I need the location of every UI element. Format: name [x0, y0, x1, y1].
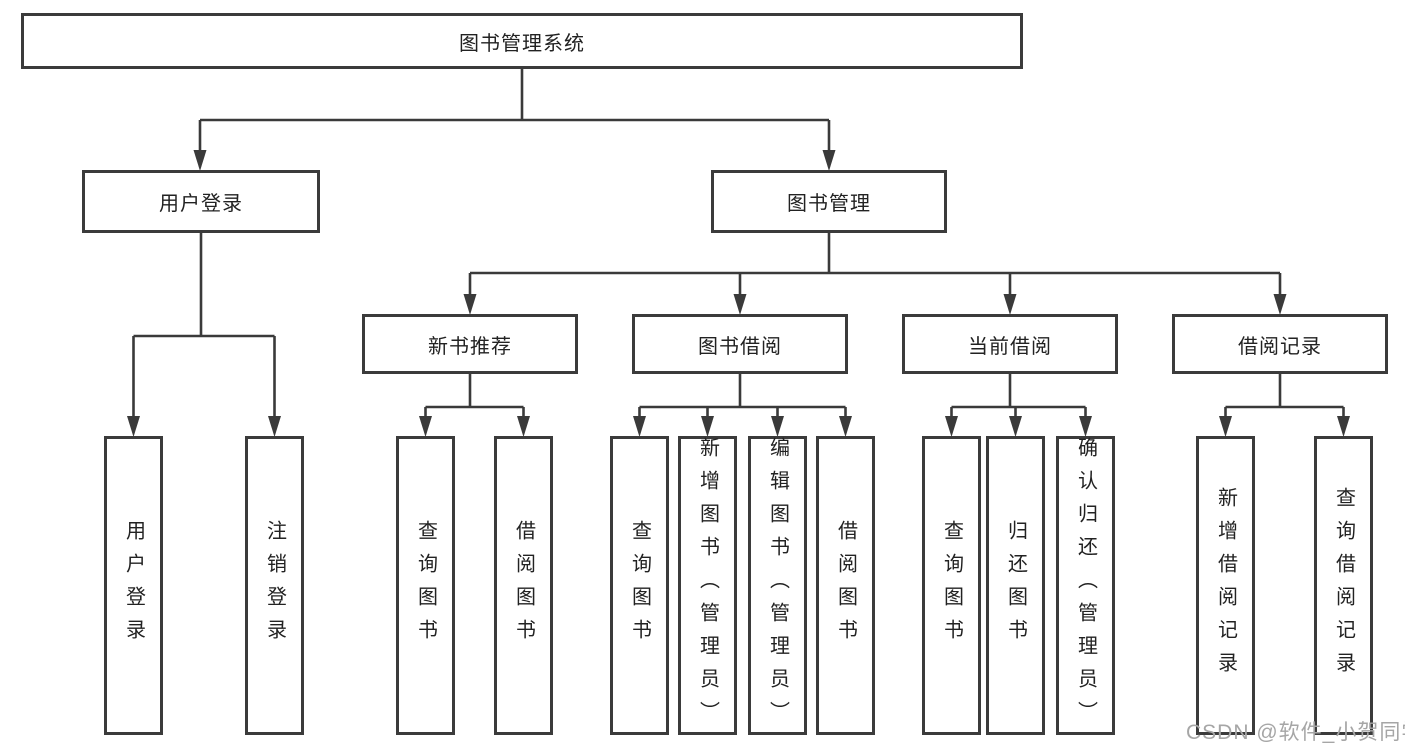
node-label: 归还图书	[1004, 519, 1027, 652]
node-label: 确认归还（管理员）	[1074, 437, 1097, 734]
node-book-borrow: 图书借阅	[632, 314, 848, 374]
node-label: 图书管理系统	[459, 32, 585, 55]
csdn-watermark: CSDN @软件_小贺同学	[1186, 721, 1405, 744]
node-label: 查询图书	[628, 519, 651, 652]
node-new-book-recommend: 新书推荐	[362, 314, 578, 374]
node-label: 新增借阅记录	[1214, 486, 1237, 685]
node-label: 借阅记录	[1238, 335, 1322, 358]
leaf-borrow-books: 借阅图书	[816, 436, 875, 735]
node-label: 用户登录	[159, 193, 243, 215]
leaf-query-borrow-record: 查询借阅记录	[1314, 436, 1373, 735]
node-label: 查询图书	[940, 519, 963, 652]
leaf-query-books-current: 查询图书	[922, 436, 981, 735]
node-label: 编辑图书（管理员）	[766, 437, 789, 734]
node-label: 新书推荐	[428, 335, 512, 358]
node-label: 查询图书	[414, 519, 437, 652]
node-user-login: 用户登录	[82, 170, 320, 233]
leaf-query-books-recommend: 查询图书	[396, 436, 455, 735]
leaf-add-borrow-record: 新增借阅记录	[1196, 436, 1255, 735]
node-book-management: 图书管理	[711, 170, 947, 233]
node-label: 借阅图书	[512, 519, 535, 652]
node-label: 图书管理	[787, 193, 871, 215]
leaf-edit-books-admin: 编辑图书（管理员）	[748, 436, 807, 735]
node-label: 注销登录	[263, 519, 286, 652]
leaf-add-books-admin: 新增图书（管理员）	[678, 436, 737, 735]
node-label: 新增图书（管理员）	[696, 437, 719, 734]
node-borrow-record: 借阅记录	[1172, 314, 1388, 374]
leaf-query-books-borrow: 查询图书	[610, 436, 669, 735]
node-label: 当前借阅	[968, 335, 1052, 358]
node-label: 查询借阅记录	[1332, 486, 1355, 685]
node-current-borrow: 当前借阅	[902, 314, 1118, 374]
node-root-system: 图书管理系统	[21, 13, 1023, 69]
leaf-logout: 注销登录	[245, 436, 304, 735]
leaf-return-books: 归还图书	[986, 436, 1045, 735]
leaf-user-login: 用户登录	[104, 436, 163, 735]
leaf-confirm-return-admin: 确认归还（管理员）	[1056, 436, 1115, 735]
node-label: 用户登录	[122, 519, 145, 652]
leaf-borrow-books-recommend: 借阅图书	[494, 436, 553, 735]
node-label: 图书借阅	[698, 335, 782, 358]
node-label: 借阅图书	[834, 519, 857, 652]
